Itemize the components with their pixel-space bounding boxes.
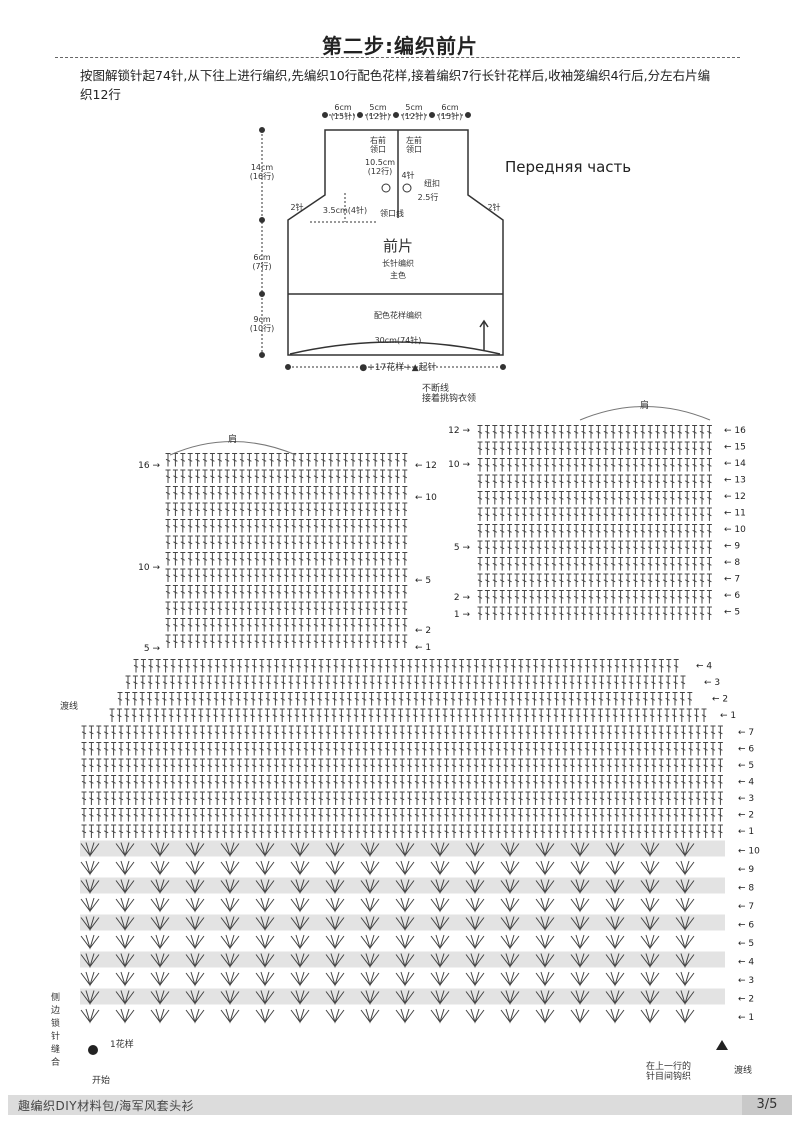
pattern-row-label: ← 9 — [738, 865, 754, 875]
left-strap-row-label: ← 5 — [415, 576, 431, 586]
body-row-label: ← 2 — [738, 811, 754, 821]
right-strap-row-label: ← 14 — [724, 459, 746, 469]
body-row-label: ← 3 — [738, 794, 754, 804]
start-label: 开始 — [92, 1074, 110, 1086]
color-label: 主色 — [390, 270, 406, 280]
left-neck-label: 左前领口 — [406, 135, 422, 154]
right-strap-row-label: ← 5 — [724, 608, 740, 618]
title-divider — [55, 57, 740, 58]
armhole-right-label: 2针 — [487, 202, 500, 212]
body-row-label: ← 6 — [738, 745, 754, 755]
right-strap-row-label: ← 6 — [724, 591, 740, 601]
left-strap-row-label: ← 10 — [415, 493, 437, 503]
height-bot-label: 9cm(10行) — [250, 315, 274, 333]
right-strap-row-label: ← 9 — [724, 542, 740, 552]
pattern-row-label: ← 2 — [738, 995, 754, 1005]
shoulder-right-label: 肩 — [640, 399, 649, 411]
right-strap-row-label: 10 → — [448, 460, 470, 470]
right-strap-row-label: ← 15 — [724, 443, 746, 453]
right-strap-row-label: ← 13 — [724, 476, 746, 486]
body-row-label: ← 4 — [738, 778, 754, 788]
armhole-row-label: ← 2 — [712, 695, 728, 705]
body-row-label: ← 5 — [738, 761, 754, 771]
one-repeat-label: 1花样 — [110, 1038, 134, 1050]
right-strap-row-label: 5 → — [454, 543, 471, 553]
left-strap-row-label: ← 2 — [415, 626, 431, 636]
pattern-row-label: ← 5 — [738, 939, 754, 949]
shoulder-left-label: 肩 — [228, 433, 237, 445]
body-row-label: ← 1 — [738, 827, 754, 837]
height-top-label: 14cm(16行) — [250, 163, 274, 181]
right-strap-row-label: 2 → — [454, 593, 471, 603]
bottom-width-label: 30cm(74针) — [375, 335, 422, 345]
button-label: 纽扣 — [424, 178, 440, 188]
top-width-2: 5cm(12针) — [366, 103, 390, 121]
pattern-row-label: ← 1 — [738, 1013, 754, 1023]
left-strap-row-label: ← 12 — [415, 461, 437, 471]
armhole-row-label: ← 3 — [704, 678, 720, 688]
right-strap-row-label: ← 10 — [724, 525, 746, 535]
cross-thread-left: 渡线 — [60, 700, 78, 712]
right-strap-row-label: ← 7 — [724, 575, 740, 585]
right-strap-row-label: ← 11 — [724, 509, 746, 519]
right-strap-row-label: 1 → — [454, 610, 471, 620]
top-width-4: 6cm(15针) — [438, 103, 462, 121]
armhole-left-label: 2针 — [290, 202, 303, 212]
top-width-1: 6cm(15针) — [331, 103, 355, 121]
right-strap-row-label: 12 → — [448, 426, 470, 436]
footer-bar — [8, 1095, 792, 1115]
end-marker — [716, 1040, 728, 1050]
right-strap-row-label: ← 12 — [724, 492, 746, 502]
cross-thread-right: 渡线 — [734, 1064, 752, 1076]
repeat-formula: ●+17花样+▲起针 — [359, 361, 436, 373]
pattern-label: 配色花样编织 — [374, 310, 422, 320]
armhole-row-label: ← 1 — [720, 711, 736, 721]
left-strap-row-label: ← 1 — [415, 643, 431, 653]
height-mid-label: 6cm(7行) — [252, 253, 271, 271]
pattern-row-label: ← 10 — [738, 847, 760, 857]
side-seam-label: 侧边锁 针缝合 — [51, 991, 60, 1068]
stitch-label: 长针编织 — [382, 258, 414, 268]
neck-line-label: 领口线 — [380, 208, 404, 218]
left-strap-row-label: 10 → — [138, 563, 160, 573]
right-strap-row-label: ← 8 — [724, 558, 740, 568]
neck-depth-label: 10.5cm(12行) — [365, 158, 395, 176]
russian-caption: Передняя часть — [505, 158, 632, 176]
right-strap-row-label: ← 16 — [724, 426, 746, 436]
left-strap-row-label: 16 → — [138, 461, 160, 471]
footer-title: 趣编织DIY材料包/海军风套头衫 — [18, 1099, 195, 1113]
button-rows-label: 2.5行 — [418, 192, 439, 202]
top-width-3: 5cm(12针) — [402, 103, 426, 121]
body-row-label: ← 7 — [738, 728, 754, 738]
pattern-row-label: ← 3 — [738, 976, 754, 986]
between-stitches-note: 在上一行的针目间钩织 — [646, 1060, 691, 1082]
continue-note: 不断线接着挑钩衣领 — [422, 382, 476, 404]
instructions-text: 按图解锁针起74针,从下往上进行编织,先编织10行配色花样,接着编织7行长针花样… — [80, 68, 711, 102]
armhole-row-label: ← 4 — [696, 662, 712, 672]
pattern-row-label: ← 4 — [738, 958, 754, 968]
pattern-row-label: ← 6 — [738, 921, 754, 931]
page-title: 第二步:编织前片 — [322, 34, 478, 58]
pattern-row-label: ← 8 — [738, 884, 754, 894]
pattern-row-label: ← 7 — [738, 902, 754, 912]
piece-name: 前片 — [383, 237, 413, 255]
neck-line-width: 3.5cm(4针) — [323, 205, 367, 215]
right-neck-label: 右前领口 — [370, 135, 386, 154]
page-number: 3/5 — [742, 1095, 792, 1115]
left-strap-row-label: 5 → — [144, 644, 161, 654]
button-stitch-label: 4针 — [401, 170, 414, 180]
start-marker — [88, 1045, 98, 1055]
